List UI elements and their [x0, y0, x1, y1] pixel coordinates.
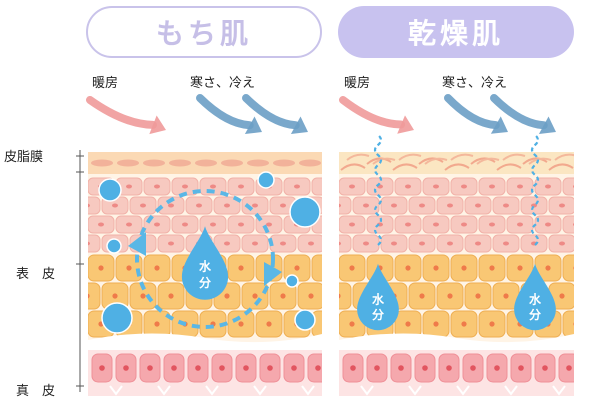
water-bubble: [285, 274, 299, 288]
layer-bracket: [76, 150, 84, 392]
svg-text:分: 分: [372, 307, 384, 322]
svg-text:分: 分: [529, 307, 541, 322]
environment-arrows: [86, 94, 556, 135]
water-drop-right-2: 水分: [514, 263, 556, 331]
label-cold-right: 寒さ、冷え: [442, 76, 508, 91]
svg-text:水: 水: [199, 258, 212, 273]
cold-arrow-right-2: [490, 94, 556, 135]
water-bubble: [101, 302, 133, 334]
water-bubble: [294, 309, 316, 331]
title-dry-skin: 乾燥肌: [338, 6, 574, 58]
label-heating-right: 暖房: [344, 76, 371, 91]
svg-text:水: 水: [529, 292, 542, 307]
label-heating-left: 暖房: [92, 76, 119, 91]
circulation-loop: [128, 189, 282, 329]
warm-arrow-right: [339, 96, 414, 134]
label-epidermis: 表 皮: [16, 267, 56, 282]
water-drop-right-1: 水分: [357, 263, 399, 331]
cold-arrow-right-1: [444, 94, 508, 134]
warm-arrow-left: [86, 96, 166, 135]
water-bubble: [98, 178, 122, 202]
label-sebum-membrane: 皮脂膜: [4, 150, 44, 165]
water-drop-left: 水分: [181, 226, 229, 300]
title-moist-skin: もち肌: [86, 6, 322, 58]
svg-text:水: 水: [372, 292, 385, 307]
water-bubble: [289, 196, 321, 228]
dry-skin-panel: [339, 152, 574, 396]
sebum-layer: [339, 152, 574, 174]
water-bubble: [257, 171, 275, 189]
svg-text:分: 分: [199, 275, 211, 290]
label-cold-left: 寒さ、冷え: [190, 76, 256, 91]
water-bubble: [106, 238, 122, 254]
label-dermis: 真 皮: [16, 384, 56, 399]
evaporation-line: [530, 134, 540, 246]
cold-arrow-left-1: [196, 94, 262, 135]
cold-arrow-left-2: [242, 94, 308, 135]
evaporation-line: [373, 134, 383, 246]
